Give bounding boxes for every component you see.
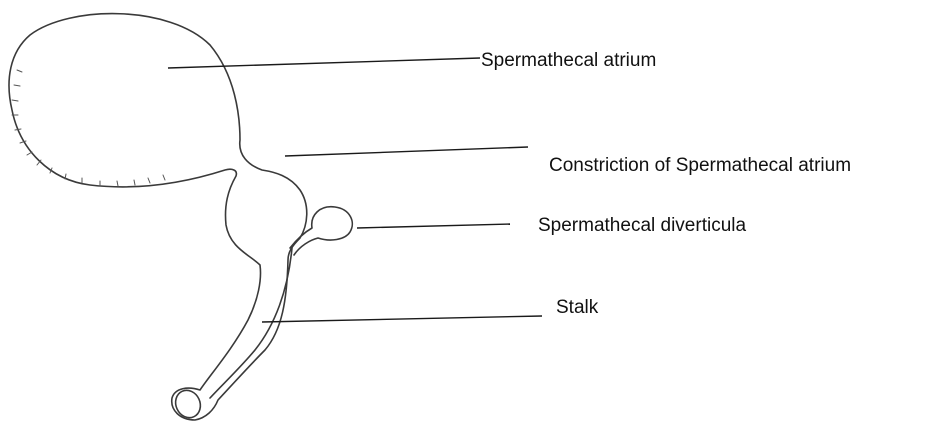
leader-line-diverticula: [357, 224, 510, 228]
leader-line-stalk: [262, 316, 542, 322]
label-constriction: Constriction of Spermathecal atrium: [549, 156, 851, 175]
label-spermathecal-diverticula: Spermathecal diverticula: [538, 216, 746, 235]
leader-line-atrium: [168, 58, 480, 68]
label-stalk: Stalk: [556, 298, 598, 317]
spermathecal-diverticula-shape: [290, 207, 352, 255]
spermathecal-atrium-shape: [9, 14, 307, 420]
leader-line-constriction: [285, 147, 528, 156]
atrium-hairs: [12, 70, 165, 186]
label-spermathecal-atrium: Spermathecal atrium: [481, 51, 656, 70]
